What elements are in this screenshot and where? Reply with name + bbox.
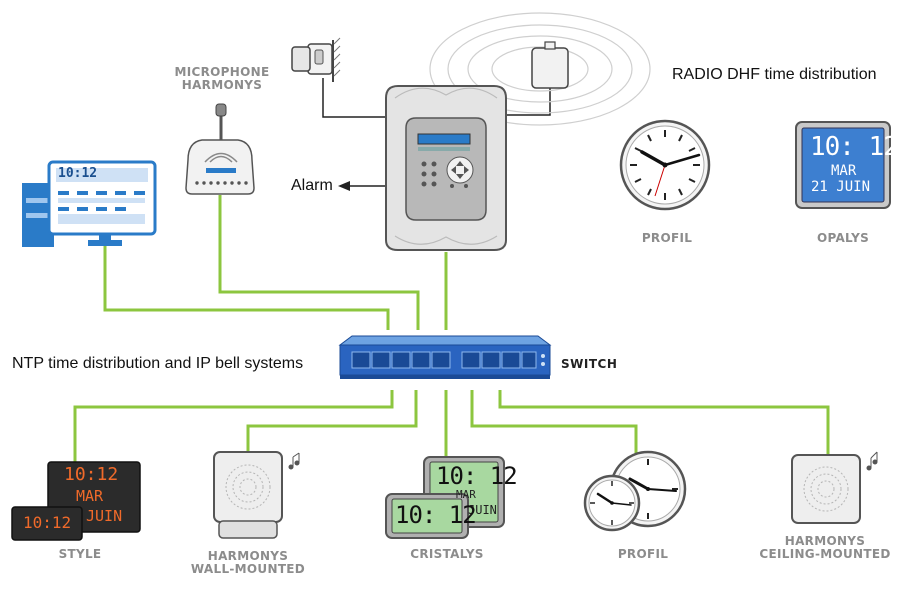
microphone-caption-line2: HARMONYS <box>181 78 263 92</box>
link-harmonys-ceiling <box>498 390 830 455</box>
opalys-caption: OPALYS <box>816 231 870 245</box>
wire-antenna <box>506 88 551 116</box>
radio-label: RADIO DHF time distribution <box>672 66 877 83</box>
harmonys-ceiling-caption-line2: CEILING-MOUNTED <box>759 547 891 561</box>
microphone-caption-line1: MICROPHONE <box>174 65 270 79</box>
cristalys-small-time-readout: 10: 12 <box>395 501 477 529</box>
link-harmonys-wall <box>246 390 418 455</box>
pc-workstation <box>22 160 157 247</box>
style-small-time-readout: 10:12 <box>23 513 72 532</box>
profil-bottom-caption: PROFIL <box>617 547 669 561</box>
profil-clock-bottom <box>583 450 687 532</box>
harmonys-ceiling-caption-line1: HARMONYS <box>784 534 866 548</box>
network-switch <box>338 335 552 379</box>
style-time-readout: 10:12 <box>64 464 119 485</box>
microphone-device <box>185 103 255 195</box>
link-microphone <box>218 195 420 330</box>
style-day-readout: MAR <box>76 487 104 505</box>
alarm-label: Alarm <box>291 177 333 194</box>
master-clock <box>385 85 507 251</box>
harmonys-ceiling-speaker <box>791 454 861 524</box>
cristalys-time-readout: 10: 12 <box>436 462 518 490</box>
siren-device <box>291 37 341 82</box>
cristalys-display <box>385 456 505 539</box>
music-note-icon <box>288 452 300 470</box>
link-pc <box>103 240 390 330</box>
ntp-label: NTP time distribution and IP bell system… <box>12 355 304 372</box>
harmonys-ceiling-caption: HARMONYS CEILING-MOUNTED <box>759 535 890 561</box>
cristalys-day-readout: MAR <box>456 488 476 501</box>
profil-top-caption: PROFIL <box>641 231 693 245</box>
link-style <box>73 390 394 465</box>
pc-time-readout: 10:12 <box>58 166 98 181</box>
wire-siren <box>322 78 385 118</box>
harmonys-wall-caption-line1: HARMONYS <box>207 549 289 563</box>
music-note-icon <box>866 451 878 471</box>
harmonys-wall-caption: HARMONYS WALL-MOUNTED <box>191 550 305 576</box>
wires <box>322 78 551 187</box>
harmonys-wall-speaker <box>213 451 283 539</box>
style-date-readout: JUIN <box>86 507 123 525</box>
opalys-time-readout: 10: 12 <box>810 132 899 162</box>
microphone-caption: MICROPHONE HARMONYS <box>175 66 270 92</box>
arrow-left-icon <box>338 181 350 191</box>
opalys-day-readout: MAR <box>831 163 857 179</box>
switch-label: SWITCH <box>561 357 618 371</box>
radio-wave-icon <box>429 12 651 126</box>
radio-antenna <box>531 41 569 89</box>
profil-clock-top <box>619 119 711 211</box>
style-caption: STYLE <box>58 547 102 561</box>
network-links <box>73 195 830 465</box>
cristalys-date-readout: JUIN <box>468 503 497 517</box>
harmonys-wall-caption-line2: WALL-MOUNTED <box>190 562 306 576</box>
style-display <box>11 461 141 541</box>
opalys-display <box>795 121 891 209</box>
link-profil-bottom <box>470 390 638 456</box>
cristalys-caption: CRISTALYS <box>410 547 484 561</box>
opalys-date-readout: 21 JUIN <box>811 179 871 195</box>
